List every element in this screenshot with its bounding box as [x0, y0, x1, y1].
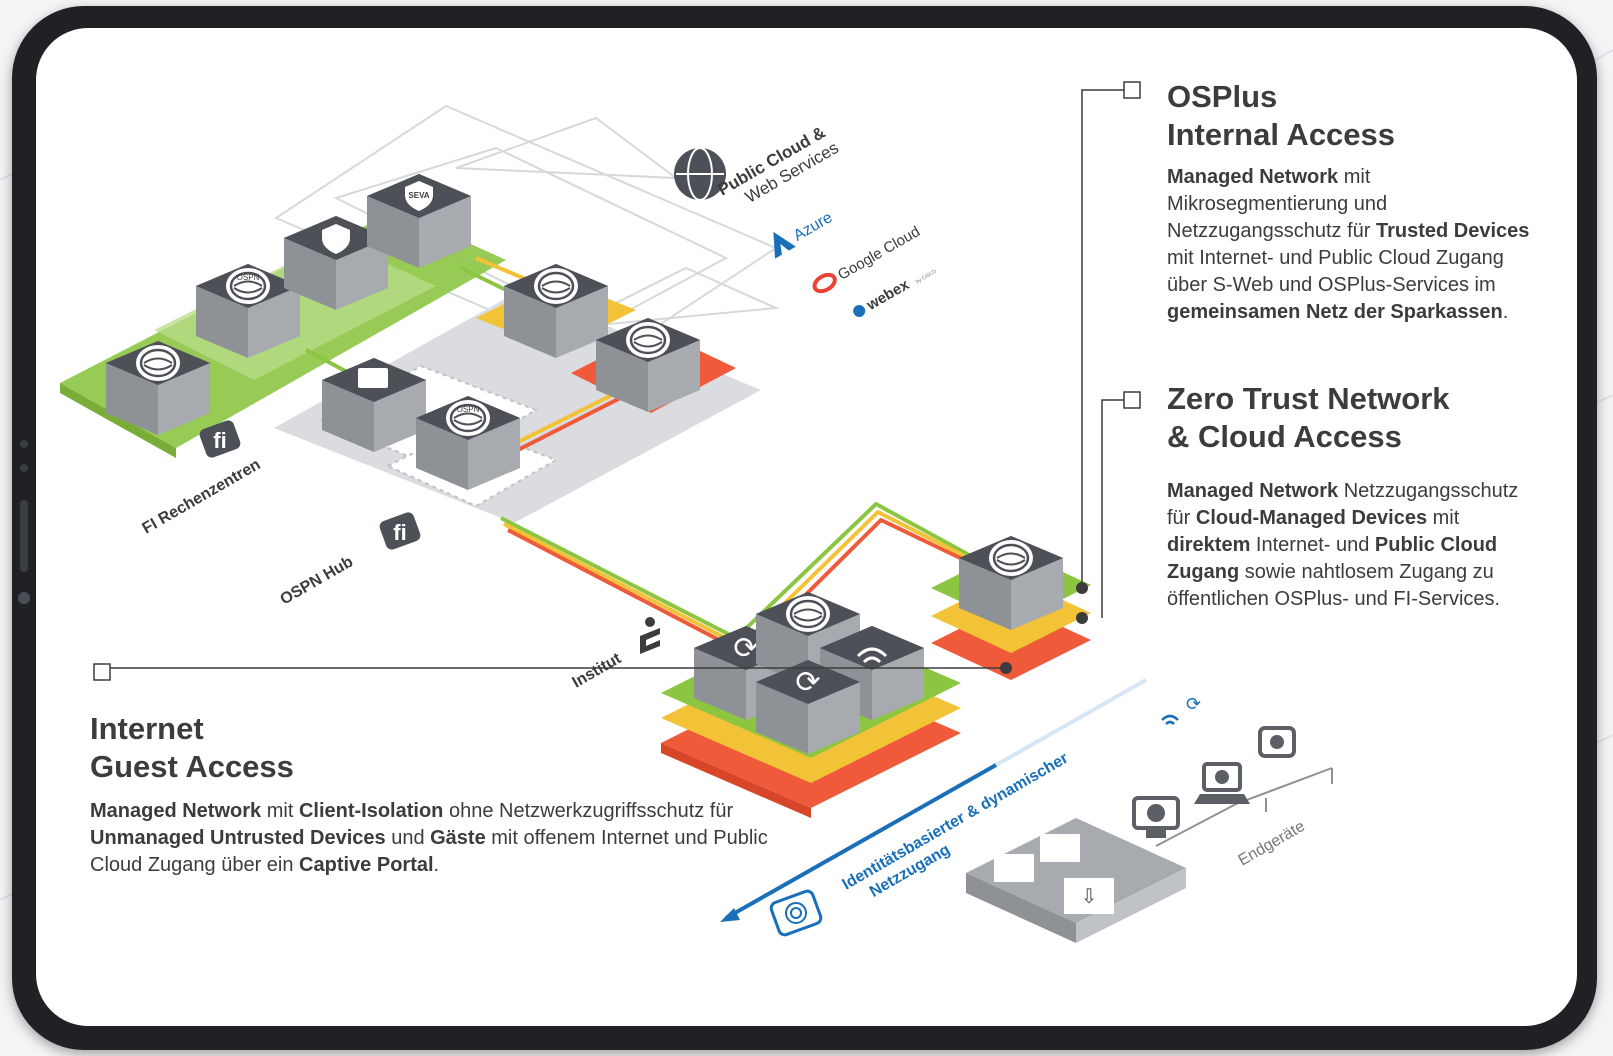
endgeraete-platform: ⇩ [966, 818, 1186, 943]
wifi-icon [856, 647, 888, 664]
network-diagram: OSPN SEVA OSPN [60, 81, 1333, 943]
endgeraete-label: Endgeräte [1236, 818, 1309, 870]
ospn-hub-label: OSPN Hub [278, 553, 357, 608]
callout-text-run: mit [1427, 507, 1460, 529]
sensor-dot [20, 440, 28, 448]
svg-text:Institut: Institut [570, 650, 625, 692]
fi-logo-icon: fi [199, 420, 241, 458]
callout-zero-trust: Zero Trust Network& Cloud Access Managed… [1167, 380, 1547, 613]
sync-arrows-icon: ⟳ [1186, 694, 1201, 714]
sync-cube-front: ⟳ [756, 660, 860, 754]
tablet-screen: OSPN SEVA OSPN [36, 28, 1577, 1026]
svg-text:OSPN: OSPN [237, 273, 260, 282]
server-cube-fi-ospn: OSPN [196, 264, 300, 358]
usb-icon [1064, 878, 1114, 914]
speaker-slot [20, 500, 28, 572]
svg-text:webex: webex [863, 276, 913, 314]
google-cloud-logo-icon [812, 272, 837, 294]
callout-text-run: Public Cloud Zugang [1167, 534, 1498, 583]
callout-text-run: mit Mikrosegmentierung und Netzzugangssc… [1167, 166, 1388, 242]
callout-text-run: Internet- und [1250, 534, 1375, 556]
callout-text-run: mit offenem Internet und Public Cloud Zu… [90, 827, 768, 876]
camera-lens [18, 592, 30, 604]
sync-arrows-icon: ⟳ [733, 632, 758, 665]
callout-text-run: sowie nahtlosem Zugang zu öffentlichen O… [1167, 561, 1501, 610]
tablet-icon [1258, 726, 1296, 758]
azure-logo-icon [773, 231, 796, 259]
monitor-icon [1132, 796, 1180, 838]
callout-text-run: mit [261, 800, 299, 822]
server-cube-fi-seva: SEVA [367, 174, 471, 268]
fi-rechenzentren-label: FI Rechenzentren [140, 456, 264, 537]
callout-leaders [93, 81, 1141, 681]
svg-text:SEVA: SEVA [408, 191, 429, 200]
public-cloud-label: Public Cloud & Web Services [715, 123, 842, 207]
globe-icon [674, 147, 726, 201]
sync-cube-left: ⟳ [694, 626, 798, 720]
fi-logo-icon: fi [379, 512, 421, 550]
svg-text:Azure: Azure [791, 209, 836, 245]
callout-title: Zero Trust Network& Cloud Access [1167, 381, 1450, 454]
callout-body: Managed Network mit Client-Isolation ohn… [90, 798, 790, 879]
browser-search-icon [358, 368, 388, 388]
sensor-dot [20, 464, 28, 472]
callout-text-run: direktem [1167, 534, 1251, 556]
laptop-icon [1194, 762, 1250, 804]
server-cube-fi-shield [284, 216, 388, 310]
callout-text-run: gemeinsamen Netz der Sparkassen [1167, 301, 1503, 323]
tablet-frame: OSPN SEVA OSPN [12, 6, 1597, 1050]
callout-text-run: Trusted Devices [1376, 220, 1530, 242]
callout-text-run: Managed Network [1167, 480, 1339, 502]
callout-text-run: Gäste [430, 827, 486, 849]
identity-access-arrow [720, 678, 1147, 922]
shield-icon [322, 224, 350, 254]
sync-arrows-icon: ⟳ [795, 666, 820, 699]
wifi-cube [820, 626, 924, 720]
callout-text-run: Client-Isolation [298, 800, 444, 822]
svg-text:fi: fi [393, 520, 406, 545]
webex-logo-icon [853, 305, 866, 317]
svg-text:Google Cloud: Google Cloud [835, 223, 923, 284]
callout-body: Managed Network mit Mikrosegmentierung u… [1167, 164, 1547, 326]
callout-text-run: ohne Netzwerkzugriffsschutz für [443, 800, 734, 822]
svg-text:FI Rechenzentren: FI Rechenzentren [140, 456, 264, 537]
callout-text-run: Captive Portal [299, 854, 434, 876]
callout-text-run: Unmanaged Untrusted Devices [90, 827, 386, 849]
callout-text-run: . [433, 854, 440, 876]
callout-text-run: . [1502, 301, 1509, 323]
svg-text:⇩: ⇩ [1081, 886, 1098, 908]
callout-text-run: Cloud-Managed Devices [1195, 507, 1428, 529]
callout-text-run: und [385, 827, 431, 849]
callout-text-run: Managed Network [90, 800, 262, 822]
wifi-sync-mini-icons: ⟳ [1161, 694, 1201, 725]
fingerprint-icon [769, 889, 823, 937]
browser-search-cube [322, 358, 426, 452]
callout-body: Managed Network Netzzugangsschutz für Cl… [1167, 478, 1547, 613]
svg-text:fi: fi [213, 428, 226, 453]
institut-label: Institut [570, 650, 625, 692]
callout-text-run: mit Internet- und Public Cloud Zugang üb… [1167, 247, 1504, 296]
svg-text:by CISCO: by CISCO [915, 269, 938, 286]
callout-text-run: Netzzugangsschutz für [1167, 480, 1519, 529]
svg-text:Endgeräte: Endgeräte [1236, 818, 1309, 870]
ospn-hub-cube: OSPN [416, 396, 520, 490]
svg-text:OSPN: OSPN [457, 405, 480, 414]
sparkasse-logo-icon [640, 617, 660, 654]
wifi-icon [1161, 714, 1179, 725]
callout-text-run: Managed Network [1167, 166, 1339, 188]
svg-text:OSPN Hub: OSPN Hub [278, 553, 357, 608]
